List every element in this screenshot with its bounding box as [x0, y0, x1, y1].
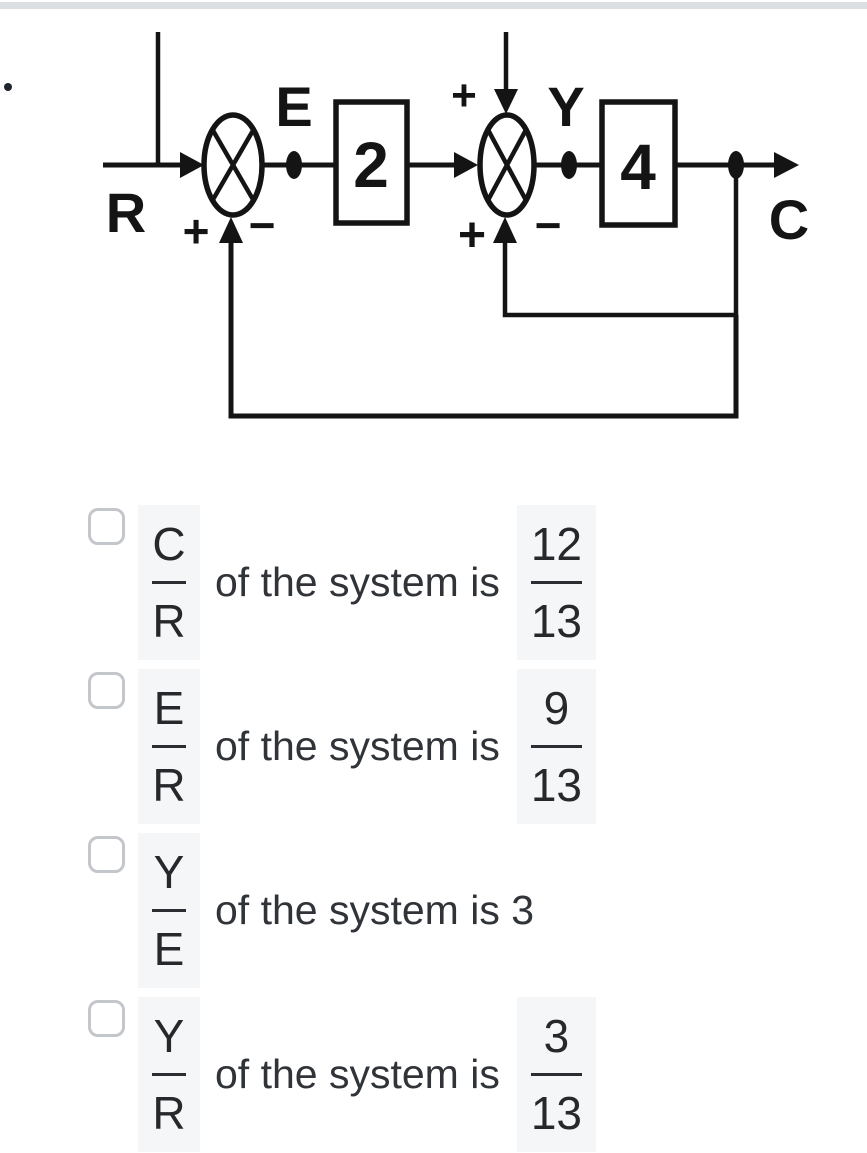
option-row-3: Y E of the system is 3 — [0, 828, 867, 992]
sum1-cross-line — [210, 128, 256, 202]
option-4-text: of the system is — [215, 1050, 500, 1097]
sum2-plus-sign: + — [458, 209, 486, 262]
top-divider-bar — [0, 2, 867, 9]
option-4-checkbox[interactable] — [88, 1000, 125, 1037]
fraction-numerator: 9 — [543, 681, 570, 734]
fraction-bar — [530, 1072, 582, 1076]
top-input-arrowhead-icon — [494, 89, 518, 114]
option-3-ratio-fraction: Y E — [138, 832, 200, 988]
sum2-cross-line — [485, 128, 529, 202]
sum2-top-sign: + — [451, 71, 477, 120]
fraction-bar — [152, 744, 186, 748]
fraction-numerator: Y — [153, 845, 185, 898]
output-arrowhead-icon — [774, 152, 799, 178]
takeoff-dot-Y — [561, 151, 577, 179]
outer-feedback-path — [228, 243, 739, 419]
option-1-value-fraction: 12 13 — [516, 504, 596, 660]
fraction-bar — [152, 580, 186, 584]
fraction-denominator: R — [152, 758, 186, 811]
fraction-numerator: E — [153, 681, 185, 734]
fraction-denominator: 13 — [530, 1086, 582, 1139]
fraction-denominator: R — [152, 1086, 186, 1139]
fraction-denominator: R — [152, 594, 186, 647]
sum2-input-arrowhead-icon — [454, 152, 478, 178]
option-2-value-fraction: 9 13 — [516, 668, 596, 824]
inner-feedback-arrowhead-icon — [493, 217, 517, 243]
signal-label-Y: Y — [547, 75, 584, 138]
option-1-ratio-fraction: C R — [138, 504, 200, 660]
inner-feedback-path — [502, 165, 739, 318]
gain-block-2-label: 2 — [353, 129, 389, 201]
option-1-checkbox[interactable] — [88, 508, 125, 545]
option-3-checkbox[interactable] — [88, 836, 125, 873]
sum1-plus-sign: + — [183, 205, 210, 257]
input-arrowhead-icon — [180, 152, 204, 178]
fraction-numerator: Y — [153, 1009, 185, 1062]
gain-block-2 — [333, 99, 410, 226]
fraction-bar — [530, 580, 582, 584]
option-1-text: of the system is — [215, 558, 500, 605]
block-diagram: 2 + 4 — [0, 0, 867, 470]
signal-label-E: E — [275, 75, 312, 138]
option-4-value-fraction: 3 13 — [516, 996, 596, 1152]
answer-options: C R of the system is 12 13 E R of the sy… — [0, 500, 867, 1153]
fraction-numerator: 3 — [543, 1009, 570, 1062]
fraction-bar — [530, 744, 582, 748]
fraction-bar — [152, 1072, 186, 1076]
option-row-1: C R of the system is 12 13 — [0, 500, 867, 664]
option-2-ratio-fraction: E R — [138, 668, 200, 824]
option-3-text: of the system is 3 — [215, 886, 535, 933]
sum2-minus-sign: − — [535, 199, 562, 251]
option-4-ratio-fraction: Y R — [138, 996, 200, 1152]
signal-label-R: R — [106, 181, 146, 244]
option-row-4: Y R of the system is 3 13 — [0, 992, 867, 1153]
fraction-bar — [152, 908, 186, 912]
list-bullet-icon — [4, 83, 12, 91]
fraction-numerator: 12 — [530, 517, 582, 570]
fraction-denominator: E — [153, 922, 185, 975]
fraction-denominator: 13 — [530, 594, 582, 647]
outer-feedback-arrowhead-icon — [219, 217, 243, 243]
option-2-checkbox[interactable] — [88, 672, 125, 709]
sum1-minus-sign: − — [249, 199, 276, 251]
fraction-denominator: 13 — [530, 758, 582, 811]
gain-block-4-label: 4 — [620, 131, 656, 203]
takeoff-dot-E — [286, 151, 302, 179]
option-row-2: E R of the system is 9 13 — [0, 664, 867, 828]
fraction-numerator: C — [152, 517, 186, 570]
option-2-text: of the system is — [215, 722, 500, 769]
signal-label-C: C — [769, 188, 809, 251]
